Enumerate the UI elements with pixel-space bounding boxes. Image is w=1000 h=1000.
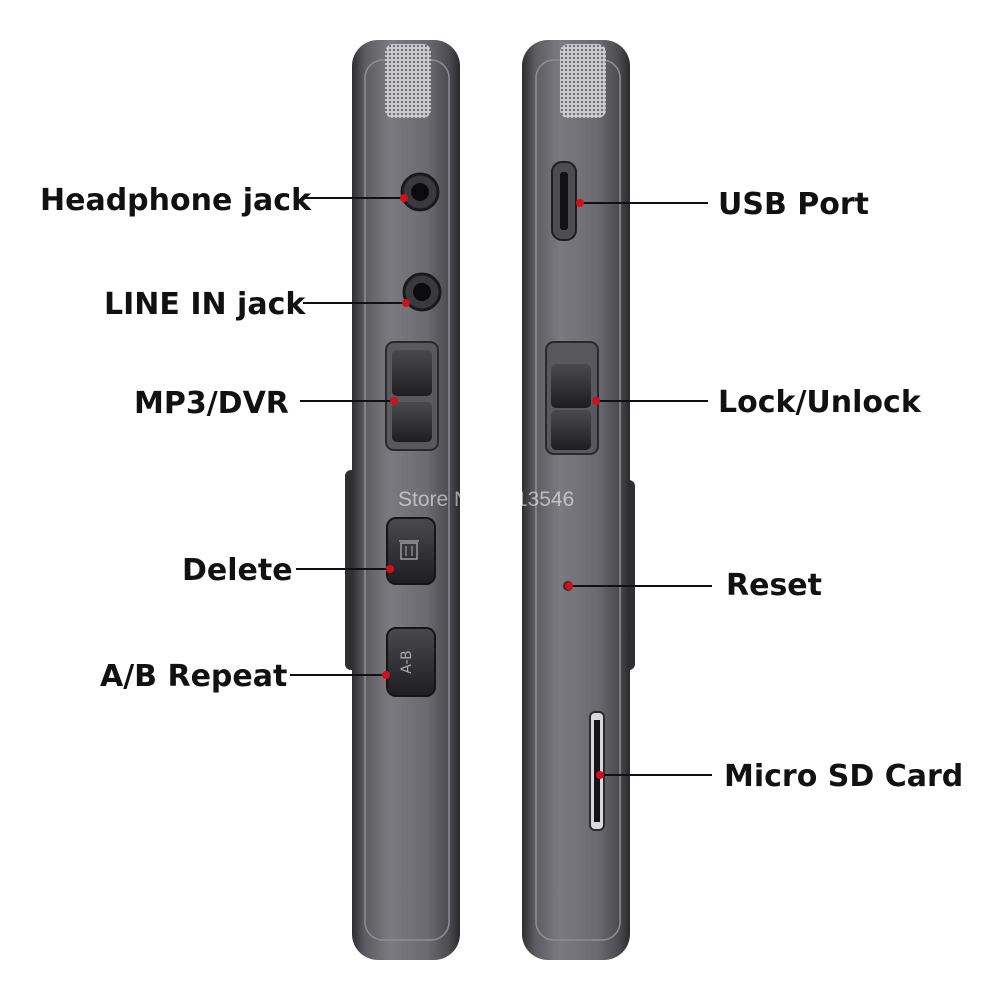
- right-recorder: [522, 40, 635, 960]
- left-recorder-body: [352, 40, 460, 960]
- leader-dots: [382, 194, 604, 779]
- ab-repeat-button-text: A-B: [399, 650, 415, 673]
- store-watermark: Store No: 1213546: [398, 488, 575, 511]
- delete-button[interactable]: [386, 517, 436, 585]
- ab-repeat-label: A/B Repeat: [100, 659, 288, 694]
- lock-unlock-label: Lock/Unlock: [718, 385, 921, 420]
- leader-lines: [290, 197, 712, 776]
- trash-icon: [399, 540, 419, 560]
- ab-repeat-button[interactable]: [386, 627, 436, 697]
- delete-label: Delete: [182, 553, 293, 588]
- usb-port-label: USB Port: [718, 187, 870, 222]
- micro-sd-card-label: Micro SD Card: [724, 759, 964, 794]
- line-in-jack-label: LINE IN jack: [104, 287, 306, 322]
- left-speaker-grille: [385, 44, 431, 118]
- reset-label: Reset: [726, 568, 822, 603]
- right-speaker-grille: [560, 44, 606, 118]
- left-recorder: A-B: [345, 40, 460, 960]
- headphone-jack-label: Headphone jack: [40, 183, 312, 218]
- mp3-dvr-label: MP3/DVR: [134, 386, 289, 421]
